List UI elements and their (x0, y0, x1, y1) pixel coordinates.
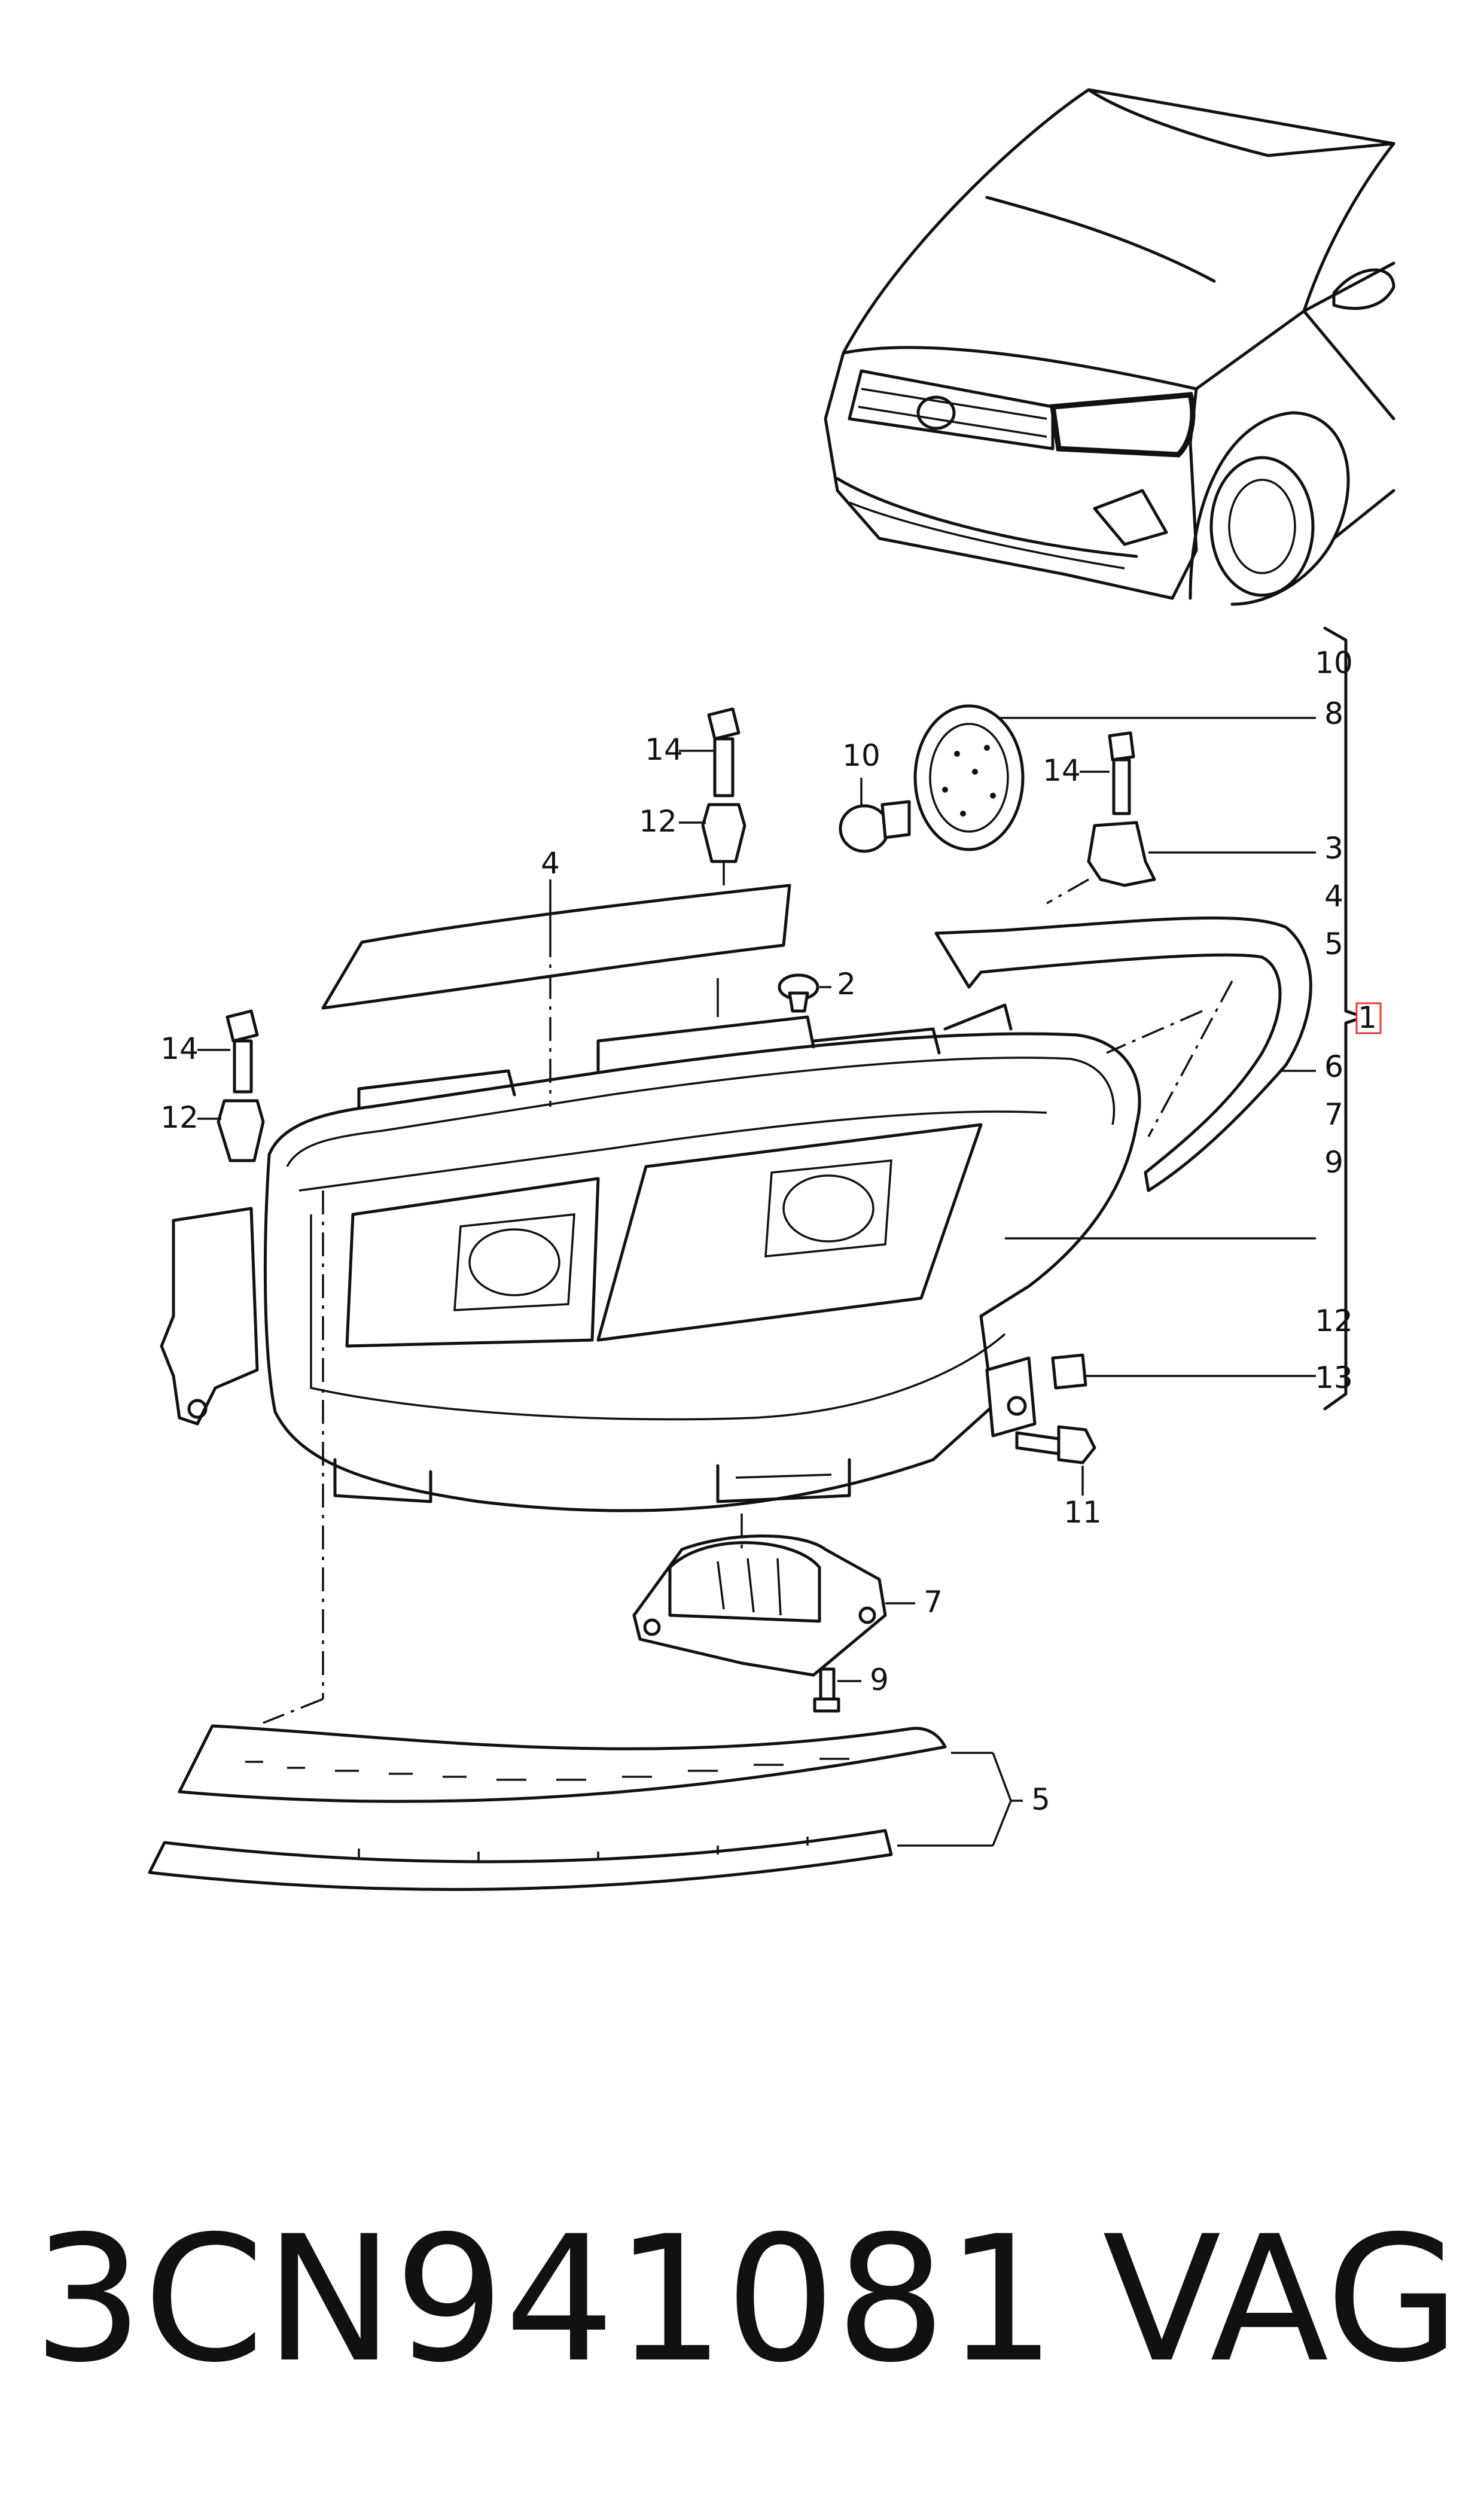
callout-3[interactable]: 3 (1324, 831, 1343, 866)
bulb-10[interactable] (839, 800, 911, 853)
callout-12-left[interactable]: 12 (160, 1100, 199, 1135)
clip-13[interactable] (1051, 1353, 1087, 1390)
footer-part-number: 3CN941081 (33, 2199, 1056, 2401)
clip-2[interactable] (778, 973, 819, 1013)
expanding-nut-12-top[interactable] (701, 803, 746, 863)
callout-14-left[interactable]: 14 (160, 1031, 199, 1066)
callout-9[interactable]: 9 (870, 1663, 889, 1697)
callout-2[interactable]: 2 (837, 967, 856, 1001)
assembly-list-item-4: 4 (1324, 879, 1343, 914)
holder-3[interactable] (1087, 821, 1156, 887)
screw-14-left[interactable] (226, 1009, 259, 1094)
lower-trim-strip-5-lower[interactable] (148, 1829, 893, 1891)
lower-trim-strip-5-upper[interactable] (178, 1724, 947, 1803)
callout-13[interactable]: 13 (1315, 1360, 1353, 1395)
callout-10[interactable]: 10 (842, 738, 880, 773)
callout-14-right[interactable]: 14 (1043, 753, 1081, 788)
expanding-nut-12-left[interactable] (217, 1099, 265, 1162)
assembly-list-item-6: 6 (1324, 1049, 1343, 1084)
screw-11[interactable] (1015, 1425, 1096, 1464)
footer-brand: VAG (1102, 2199, 1460, 2401)
seal-cap-8[interactable] (913, 704, 1025, 851)
assembly-list-item-9: 9 (1324, 1145, 1343, 1180)
side-trim-strip-6[interactable] (934, 916, 1312, 1192)
assembly-list-item-5: 5 (1324, 927, 1343, 961)
control-unit-7[interactable] (632, 1534, 887, 1677)
screw-14-top[interactable] (707, 707, 741, 797)
callout-1[interactable]: 1 (1358, 1000, 1377, 1035)
headlight-housing[interactable] (160, 1003, 1141, 1512)
assembly-bracket (1323, 626, 1382, 1411)
callout-6[interactable]: 6 (1324, 1049, 1343, 1084)
callout-5[interactable]: 5 (1031, 1782, 1050, 1817)
callout-11[interactable]: 11 (1064, 1495, 1102, 1530)
vehicle-overview (824, 88, 1395, 606)
assembly-list-item-13: 13 (1315, 1360, 1353, 1395)
assembly-list-item-7: 7 (1324, 1097, 1343, 1132)
screw-9[interactable] (813, 1667, 840, 1713)
callout-4[interactable]: 4 (541, 846, 560, 881)
callout-14-top[interactable]: 14 (645, 732, 683, 767)
assembly-list-item-8: 8 (1324, 696, 1343, 731)
assembly-list-item-10: 10 (1315, 646, 1353, 680)
assembly-list-item-12: 12 (1315, 1304, 1353, 1338)
upper-trim-strip-4[interactable] (321, 884, 791, 1107)
callout-7[interactable]: 7 (924, 1585, 943, 1619)
callout-8[interactable]: 8 (1324, 696, 1343, 731)
screw-14-right[interactable] (1108, 731, 1135, 815)
assembly-list-item-3: 3 (1324, 831, 1343, 866)
callout-12-top[interactable]: 12 (639, 804, 677, 839)
